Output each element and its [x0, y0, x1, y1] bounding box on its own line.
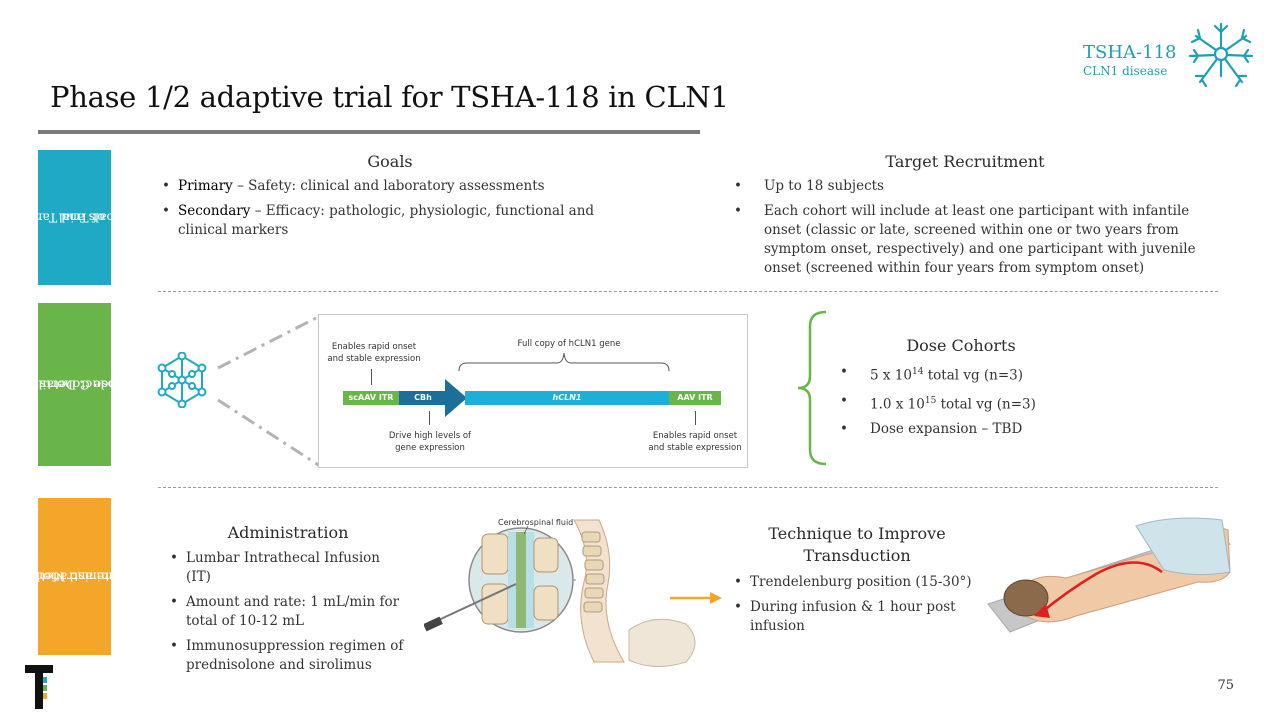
list-item: Immunosuppression regimen of prednisolon… — [168, 637, 408, 675]
technique-heading-line2: Transduction — [803, 546, 911, 565]
cerebrospinal-fluid-label: Cerebrospinal fluid — [498, 518, 573, 527]
pointer-line — [429, 411, 430, 425]
goal-primary-text: – Safety: clinical and laboratory assess… — [232, 178, 545, 194]
gene-construct-diagram: Enables rapid onset and stable expressio… — [318, 314, 748, 468]
list-item: Dose expansion – TBD — [836, 420, 1086, 439]
list-item: Lumbar Intrathecal Infusion (IT) — [168, 549, 408, 587]
brand-name: TSHA-118 — [1083, 42, 1177, 63]
segment-cbh: CBh — [399, 391, 447, 405]
technique-heading: Technique to Improve Transduction — [732, 523, 982, 567]
administration-section: Administration Lumbar Intrathecal Infusi… — [168, 523, 408, 681]
section-divider — [158, 291, 1218, 292]
goals-list: Primary – Safety: clinical and laborator… — [160, 177, 620, 240]
administration-list: Lumbar Intrathecal Infusion (IT) Amount … — [168, 549, 408, 675]
segment-hcln1: hCLN1 — [465, 391, 669, 405]
construct-top-left-line2: and stable expression — [327, 354, 421, 364]
list-item: Amount and rate: 1 mL/min for total of 1… — [168, 593, 408, 631]
sidebar-route-line2: Administration — [34, 569, 130, 584]
technique-section: Technique to Improve Transduction Trende… — [732, 523, 982, 642]
arrow-right-icon — [670, 592, 722, 604]
callout-lines — [217, 314, 321, 468]
dose-section: Dose Cohorts 5 x 1014 total vg (n=3) 1.0… — [836, 336, 1086, 445]
technique-list: Trendelenburg position (15-30°) During i… — [732, 573, 982, 636]
company-logo-icon — [25, 665, 53, 709]
full-copy-label: Full copy of hCLN1 gene — [517, 339, 621, 349]
brace-icon — [797, 310, 827, 466]
construct-bottom-mid-line2: gene expression — [395, 443, 465, 453]
recruitment-section: Target Recruitment Up to 18 subjects Eac… — [730, 152, 1200, 284]
recruitment-list: Up to 18 subjects Each cohort will inclu… — [730, 177, 1200, 278]
pointer-line — [695, 411, 696, 425]
dose-value: 1.0 x 10 — [870, 396, 925, 412]
dose-exponent: 15 — [924, 395, 937, 406]
list-item: Trendelenburg position (15-30°) — [732, 573, 982, 592]
administration-heading: Administration — [227, 523, 349, 542]
title-underline — [38, 130, 700, 134]
recruitment-heading: Target Recruitment — [885, 152, 1045, 171]
neuron-logo-icon — [1188, 22, 1254, 88]
brand-subtitle: CLN1 disease — [1083, 64, 1168, 78]
dose-label: total vg (n=3) — [936, 396, 1036, 412]
sidebar-goals-line2: of Trial — [59, 210, 105, 225]
section-divider — [158, 487, 1218, 488]
page-title: Phase 1/2 adaptive trial for TSHA-118 in… — [50, 80, 729, 114]
list-item: 5 x 1014 total vg (n=3) — [836, 363, 1086, 386]
promoter-arrow-icon — [445, 379, 467, 417]
construct-top-left-label: Enables rapid onset and stable expressio… — [319, 341, 429, 365]
dose-heading: Dose Cohorts — [906, 336, 1016, 355]
list-item: Primary – Safety: clinical and laborator… — [160, 177, 620, 196]
technique-heading-line1: Technique to Improve — [768, 524, 946, 543]
sidebar-product-line2: Dose Cohorts — [39, 377, 125, 392]
lumbar-puncture-illustration: Cerebrospinal fluid — [424, 518, 696, 667]
goal-secondary-label: Secondary — [178, 203, 251, 219]
construct-bottom-right-line2: and stable expression — [648, 443, 742, 453]
dose-value: 5 x 10 — [870, 367, 912, 384]
goals-section: Goals Primary – Safety: clinical and lab… — [160, 152, 620, 246]
construct-bottom-mid-label: Drive high levels of gene expression — [375, 430, 485, 454]
construct-bottom-right-label: Enables rapid onset and stable expressio… — [639, 430, 751, 454]
list-item: Up to 18 subjects — [730, 177, 1200, 196]
list-item: During infusion & 1 hour post infusion — [732, 598, 982, 636]
dose-label: total vg (n=3) — [923, 367, 1024, 384]
trendelenburg-patient-illustration — [987, 517, 1232, 633]
segment-aav-itr: AAV ITR — [669, 391, 721, 405]
list-item: 1.0 x 1015 total vg (n=3) — [836, 392, 1086, 415]
goal-primary-label: Primary — [178, 178, 233, 194]
construct-top-left-line1: Enables rapid onset — [331, 342, 417, 352]
molecule-icon — [157, 352, 207, 408]
goals-heading: Goals — [367, 152, 413, 171]
construct-bottom-mid-line1: Drive high levels of — [388, 431, 472, 441]
dose-list: 5 x 1014 total vg (n=3) 1.0 x 1015 total… — [836, 363, 1086, 439]
dose-value: Dose expansion – TBD — [870, 421, 1023, 437]
brace-icon — [458, 352, 670, 372]
goal-secondary-text: – Efficacy: pathologic, physiologic, fun… — [178, 203, 595, 238]
list-item: Secondary – Efficacy: pathologic, physio… — [160, 202, 620, 240]
construct-bottom-right-line1: Enables rapid onset — [652, 431, 738, 441]
dose-exponent: 14 — [911, 367, 924, 377]
pointer-line — [371, 369, 372, 385]
page-number: 75 — [1217, 678, 1234, 693]
segment-scaav-itr: scAAV ITR — [343, 391, 399, 405]
list-item: Each cohort will include at least one pa… — [730, 202, 1200, 278]
